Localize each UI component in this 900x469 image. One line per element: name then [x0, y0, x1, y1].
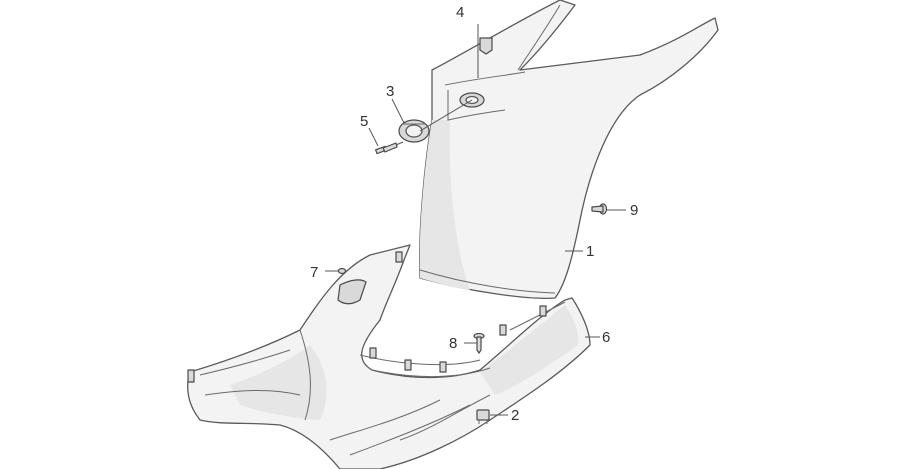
lock-cover-part-3: [398, 119, 430, 143]
leader-line-3b: [419, 99, 473, 132]
callout-labels: 4 3 5 9 1 7 8 6 2: [310, 4, 638, 424]
callout-8: 8: [449, 335, 457, 352]
callout-7: 7: [310, 264, 318, 281]
callout-9: 9: [630, 202, 638, 219]
callout-5: 5: [360, 113, 368, 130]
callout-2: 2: [511, 407, 519, 424]
callout-1: 1: [586, 243, 594, 260]
fastener-part-7: [337, 267, 347, 275]
leader-line-5: [368, 127, 379, 147]
leader-line-3: [391, 98, 405, 124]
callout-4: 4: [456, 4, 464, 21]
leader-lines: [325, 24, 626, 416]
leader-line-5b: [395, 141, 404, 146]
callout-3: 3: [386, 83, 394, 100]
screw-part-8: [473, 332, 485, 354]
screw-part-9: [591, 203, 608, 215]
clip-part-2: [476, 409, 490, 424]
clip-part-4: [479, 37, 493, 55]
leg-shield-panel: [419, 0, 719, 299]
screw-part-5: [375, 142, 398, 155]
callout-6: 6: [602, 329, 610, 346]
